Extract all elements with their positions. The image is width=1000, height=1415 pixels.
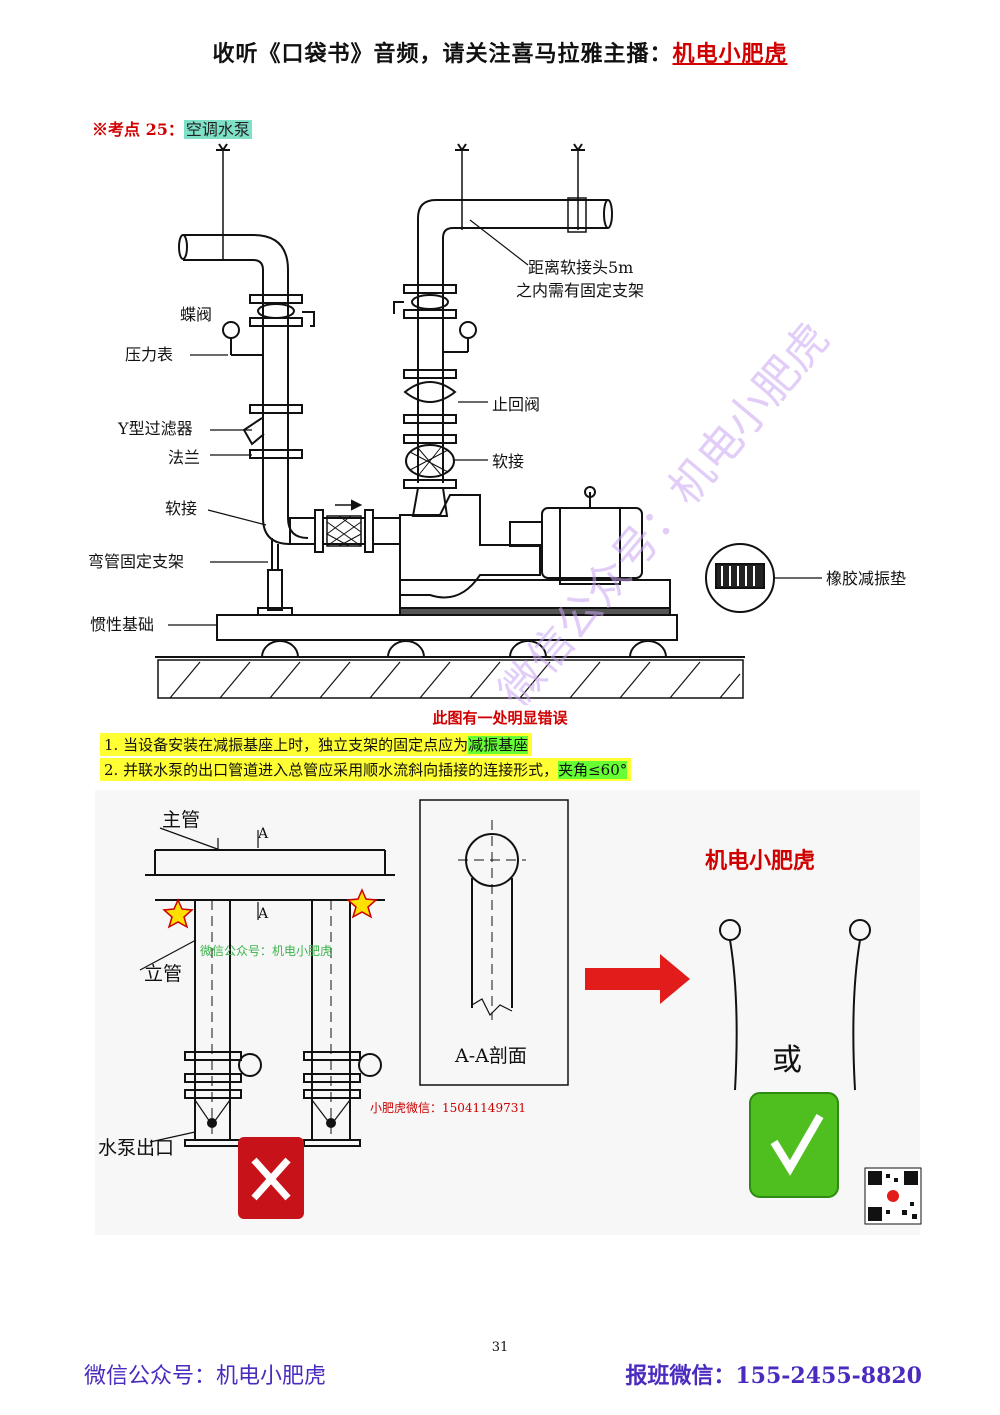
label-pressure-gauge: 压力表 [125, 345, 173, 364]
note-2-highlight: 夹角≤60° [558, 761, 628, 779]
pump-install-diagram: 蝶阀 压力表 Y型过滤器 法兰 软接 弯管固定支架 惯性基础 距离软接头5m 之… [88, 143, 906, 705]
label-y-filter: Y型过滤器 [117, 419, 193, 438]
label-or: 或 [772, 1043, 802, 1078]
label-main-pipe: 主管 [162, 809, 200, 831]
label-flex-joint-left: 软接 [165, 499, 197, 518]
contact-mark: 小肥虎微信：15041149731 [370, 1101, 526, 1115]
note-1-text: 1. 当设备安装在减振基座上时，独立支架的固定点应为 [104, 736, 469, 754]
note-2: 2. 并联水泵的出口管道进入总管应采用顺水流斜向插接的连接形式，夹角≤60° [100, 758, 632, 781]
label-flange: 法兰 [168, 448, 200, 467]
exam-point-label: ※考点 25： [92, 120, 184, 139]
label-inertia-base: 惯性基础 [90, 615, 154, 634]
watermark: 微信公众号：机电小肥虎 [489, 314, 839, 705]
label-butterfly-valve: 蝶阀 [180, 305, 212, 324]
label-fixed-support-1: 距离软接头5m [528, 258, 633, 277]
label-section-aa: A-A剖面 [454, 1045, 527, 1067]
label-elbow-support: 弯管固定支架 [88, 552, 184, 571]
header-brand: 机电小肥虎 [672, 41, 788, 67]
brand-mark: 机电小肥虎 [705, 848, 815, 874]
section-mark-bottom: A [257, 906, 269, 922]
label-riser: 立管 [144, 963, 182, 985]
wechat-mark: 微信公众号：机电小肥虎 [200, 944, 332, 958]
page-header: 收听《口袋书》音频，请关注喜马拉雅主播：机电小肥虎 [0, 36, 1000, 68]
label-fixed-support-2: 之内需有固定支架 [516, 281, 644, 300]
label-rubber-pad: 橡胶减振垫 [826, 569, 906, 588]
footer-contact: 报班微信：155-2455-8820 [625, 1363, 922, 1389]
exam-point-title: ※考点 25：空调水泵 [92, 116, 252, 140]
footer-wechat: 微信公众号：机电小肥虎 [84, 1364, 327, 1389]
note-1: 1. 当设备安装在减振基座上时，独立支架的固定点应为减振基座 [100, 733, 533, 756]
label-pump-outlet: 水泵出口 [98, 1137, 174, 1159]
note-1-highlight: 减振基座 [468, 736, 529, 754]
label-check-valve: 止回阀 [492, 395, 540, 414]
note-2-text: 2. 并联水泵的出口管道进入总管应采用顺水流斜向插接的连接形式， [104, 761, 559, 779]
error-note: 此图有一处明显错误 [432, 709, 568, 727]
section-mark-top: A [257, 826, 269, 842]
parallel-pump-diagram: 主管 立管 水泵出口 A A A-A剖面 微信公众号：机电小肥虎 小肥虎微信：1… [95, 790, 922, 1235]
exam-point-topic: 空调水泵 [183, 120, 252, 139]
label-flex-joint-right: 软接 [492, 452, 524, 471]
page-number: 31 [491, 1340, 509, 1355]
header-prefix: 收听《口袋书》音频，请关注喜马拉雅主播： [212, 41, 673, 67]
